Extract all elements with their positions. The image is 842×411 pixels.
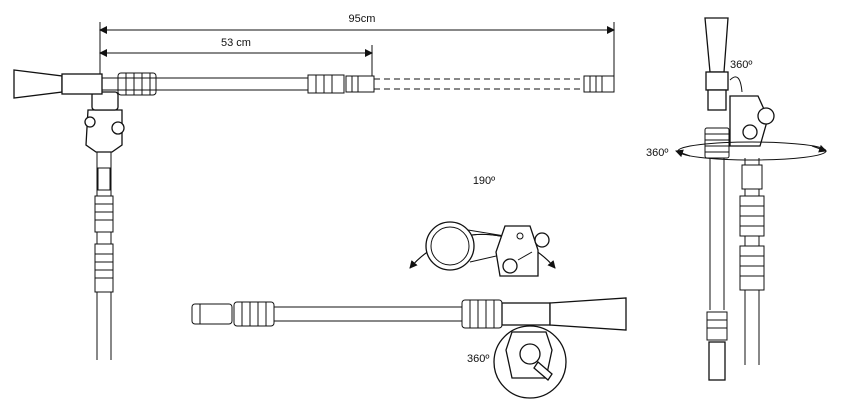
short-length-label: 53 cm (221, 37, 251, 49)
rotation-right-top-label: 360º (730, 59, 752, 71)
horizontal-boom: 360º (191, 297, 627, 399)
tilt-detail: 190º (409, 175, 556, 277)
dimension-95cm: 95cm (99, 13, 615, 80)
tilt-angle-label: 190º (473, 175, 495, 187)
dimension-53cm: 53 cm (99, 37, 373, 80)
rotation-bottom-label: 360º (467, 353, 489, 365)
full-length-label: 95cm (349, 13, 376, 25)
rotation-right-side-label: 360º (646, 147, 668, 159)
vertical-config: 360º 360º (646, 17, 827, 381)
extended-boom-pole (13, 69, 615, 360)
